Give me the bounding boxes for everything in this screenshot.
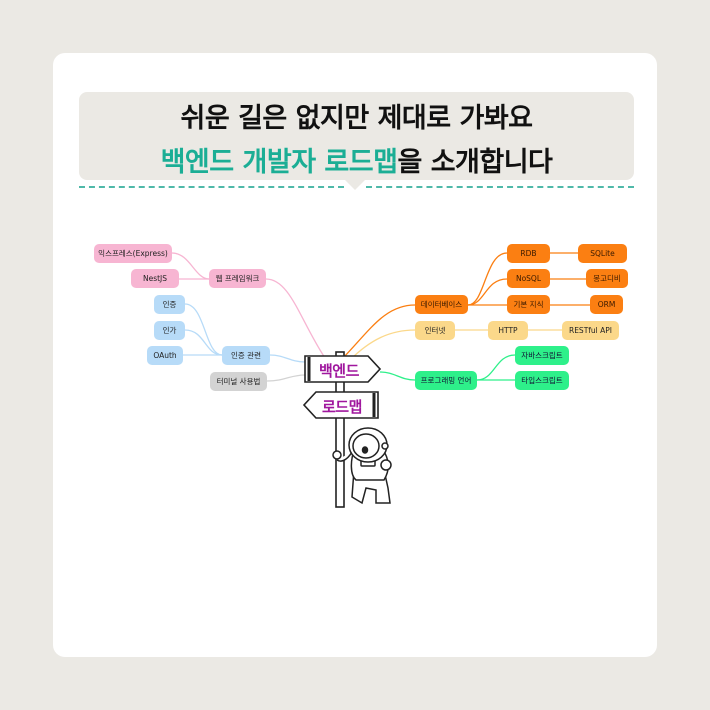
node-mongodb[interactable]: 몽고디비 bbox=[586, 269, 628, 288]
node-authorization[interactable]: 인가 bbox=[154, 321, 185, 340]
node-express[interactable]: 익스프레스(Express) bbox=[94, 244, 172, 263]
headline-line-1: 쉬운 길은 없지만 제대로 가봐요 bbox=[180, 103, 533, 134]
node-basic-knowledge[interactable]: 기본 지식 bbox=[507, 295, 550, 314]
dashed-divider-right bbox=[366, 186, 634, 188]
node-oauth[interactable]: OAuth bbox=[147, 346, 183, 365]
node-restful-api[interactable]: RESTful API bbox=[562, 321, 619, 340]
speech-notch bbox=[345, 180, 365, 190]
node-nosql[interactable]: NoSQL bbox=[507, 269, 550, 288]
node-sqlite[interactable]: SQLite bbox=[578, 244, 627, 263]
node-auth-related[interactable]: 인증 관련 bbox=[222, 346, 270, 365]
node-internet[interactable]: 인터넷 bbox=[415, 321, 455, 340]
node-orm[interactable]: ORM bbox=[590, 295, 623, 314]
sign-top-label: 백엔드 bbox=[319, 362, 359, 380]
headline-rest: 을 소개합니다 bbox=[397, 147, 553, 178]
node-terminal-usage[interactable]: 터미널 사용법 bbox=[210, 372, 267, 391]
node-http[interactable]: HTTP bbox=[488, 321, 528, 340]
node-web-framework[interactable]: 웹 프레임워크 bbox=[209, 269, 266, 288]
headline-banner bbox=[79, 92, 634, 180]
node-database[interactable]: 데이터베이스 bbox=[415, 295, 468, 314]
node-programming-language[interactable]: 프로그래밍 언어 bbox=[415, 371, 477, 390]
dashed-divider-left bbox=[79, 186, 344, 188]
signpost-illustration bbox=[302, 351, 382, 508]
node-javascript[interactable]: 자바스크립트 bbox=[515, 346, 569, 365]
node-nestjs[interactable]: NestJS bbox=[131, 269, 179, 288]
node-typescript[interactable]: 타입스크립트 bbox=[515, 371, 569, 390]
headline-accent: 백엔드 개발자 로드맵 bbox=[160, 147, 398, 178]
node-authentication[interactable]: 인증 bbox=[154, 295, 185, 314]
node-rdb[interactable]: RDB bbox=[507, 244, 550, 263]
headline-line-2: 백엔드 개발자 로드맵을 소개합니다 bbox=[79, 140, 634, 179]
sign-bottom-label: 로드맵 bbox=[322, 398, 362, 416]
astronaut-illustration bbox=[332, 427, 392, 505]
